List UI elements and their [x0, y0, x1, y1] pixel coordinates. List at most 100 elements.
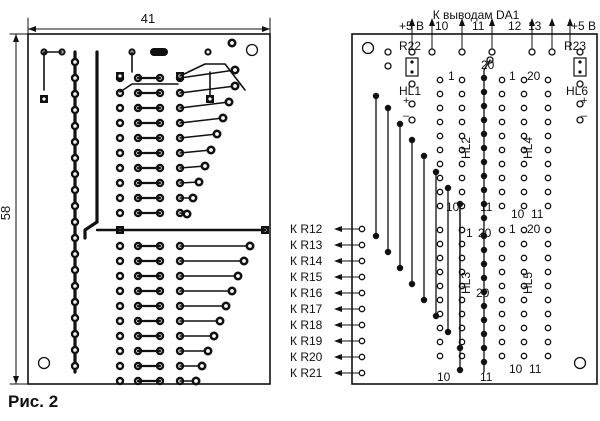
led-pad [458, 76, 466, 84]
header-title: К выводам DA1 [433, 8, 520, 22]
pad [408, 80, 416, 88]
output-arrow [334, 322, 342, 328]
pad [384, 62, 392, 70]
led-pad [498, 202, 506, 210]
pad-large-hole [230, 41, 234, 45]
bus-pad-hole [73, 140, 77, 144]
network-pad-hole [212, 334, 216, 338]
led-pad [544, 226, 552, 234]
led-pad [520, 118, 528, 126]
led-hl3-label: HL3 [459, 272, 473, 294]
led-pad [544, 174, 552, 182]
led-pad [498, 146, 506, 154]
pad [408, 100, 416, 108]
led-pad [436, 254, 444, 262]
led-pad [544, 338, 552, 346]
header-arrow [409, 18, 415, 26]
pcb-foil-side [27, 33, 271, 386]
network-pad-hole [206, 349, 210, 353]
bus-pad-hole [73, 156, 77, 160]
jumper-pad [480, 288, 488, 296]
pcb-component-side [334, 18, 598, 385]
pad-oval [150, 48, 168, 56]
pin-label-hl5-10: 10 [509, 362, 523, 376]
led-pad [458, 188, 466, 196]
led-pad [436, 90, 444, 98]
output-arrow [334, 258, 342, 264]
network-trace [179, 149, 212, 154]
output-label: К R12 [290, 222, 323, 236]
hl1-minus-mark: – [403, 110, 410, 122]
header-arrow [549, 18, 555, 26]
jumper-pad [420, 296, 428, 304]
led-pad [458, 146, 466, 154]
led-pad [498, 132, 506, 140]
bus-pad-hole [73, 60, 77, 64]
jumper-pad [372, 232, 380, 240]
header-pad [428, 48, 436, 56]
led-pad [520, 268, 528, 276]
led-pad [520, 132, 528, 140]
led-pad [458, 104, 466, 112]
led-pad [544, 104, 552, 112]
header-pin-13: 13 [528, 19, 542, 33]
led-pad [520, 240, 528, 248]
mounting-hole [37, 356, 51, 370]
network-pad-hole [197, 180, 201, 184]
height-arrow-bottom [13, 376, 19, 384]
output-arrow [334, 226, 342, 232]
board-outline [351, 33, 598, 385]
led-pad [436, 296, 444, 304]
jumper-pad [480, 260, 488, 268]
pad [576, 116, 584, 124]
led-pad [436, 76, 444, 84]
bus-pad-hole [73, 124, 77, 128]
led-pad [520, 76, 528, 84]
led-pad [520, 324, 528, 332]
led-pad [544, 90, 552, 98]
resistor-r22-label: R22 [399, 39, 421, 53]
led-pad [520, 338, 528, 346]
dimension-lines [9, 17, 271, 385]
header-arrow [567, 18, 573, 26]
network-pad-hole [224, 304, 228, 308]
led-pad [436, 174, 444, 182]
output-arrow [334, 354, 342, 360]
network-pad-hole [227, 100, 231, 104]
jumper-pad [396, 264, 404, 272]
bus-pad-hole [73, 332, 77, 336]
hl6-minus-mark: – [581, 110, 588, 122]
led-pad [436, 202, 444, 210]
jumper-pad [480, 302, 488, 310]
jumper-pad [480, 232, 488, 240]
header-pin-12: 12 [508, 19, 522, 33]
mounting-hole [573, 356, 587, 370]
led-pad [498, 160, 506, 168]
network-pad-hole [233, 84, 237, 88]
jumper-pad [480, 130, 488, 138]
jumper-pad [480, 214, 488, 222]
led-pad [498, 76, 506, 84]
led-pad [498, 268, 506, 276]
led-pad [544, 240, 552, 248]
header-arrow [459, 18, 465, 26]
pin-label-hl3-11: 11 [480, 370, 493, 384]
led-pad [520, 188, 528, 196]
led-pad [436, 160, 444, 168]
led-pad [498, 188, 506, 196]
network-pad-hole [233, 68, 237, 72]
output-pad [358, 353, 366, 361]
header-pad [408, 48, 416, 56]
led-pad [458, 118, 466, 126]
output-arrow [334, 370, 342, 376]
pin-label-hl3-1: 1 [466, 226, 473, 240]
bus-pad-hole [73, 92, 77, 96]
resistor-lead [578, 60, 582, 64]
network-trace [179, 63, 246, 91]
network-trace [179, 117, 224, 124]
output-label: К R17 [290, 302, 323, 316]
led-pad [520, 282, 528, 290]
led-pad [498, 104, 506, 112]
bus-pad-hole [73, 236, 77, 240]
bus-pad-hole [73, 316, 77, 320]
